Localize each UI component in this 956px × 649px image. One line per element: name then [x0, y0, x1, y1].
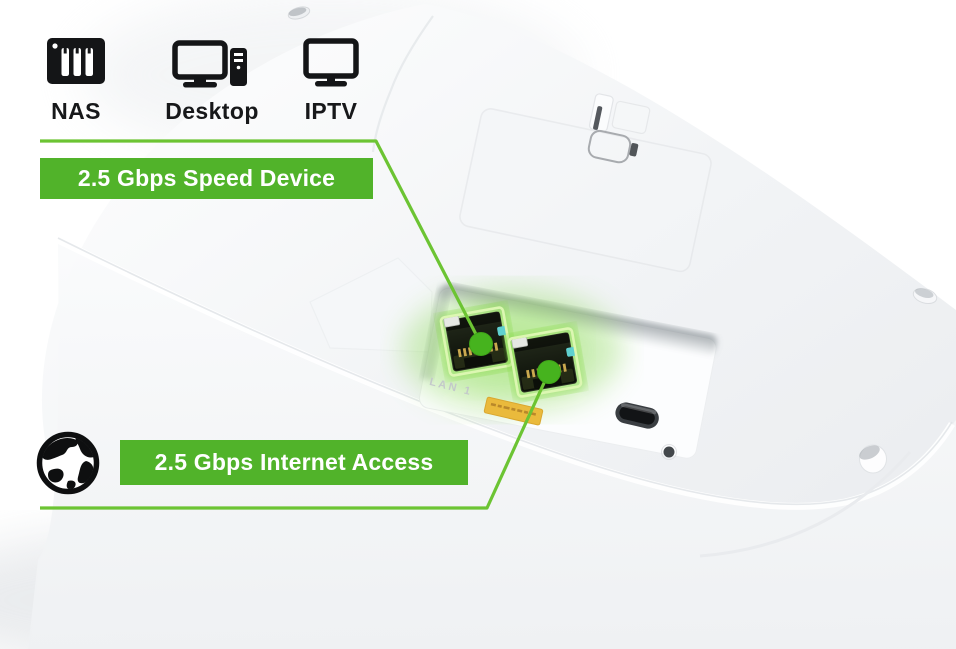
mount-clip	[587, 93, 651, 164]
reset-pinhole	[663, 446, 675, 458]
iptv-icon	[303, 38, 359, 87]
desktop-icon	[172, 40, 247, 88]
globe-icon	[36, 431, 100, 495]
screw-hole-mid	[859, 444, 887, 474]
screw-hole-right	[912, 288, 938, 304]
iptv-label: IPTV	[304, 98, 358, 124]
wan-marker-dot	[537, 360, 561, 384]
nas-icon	[47, 38, 105, 84]
speed-device-callout-line	[40, 139, 483, 345]
rim-line	[57, 237, 953, 506]
lan-marker-dot	[469, 332, 493, 356]
router-bottom-face	[28, 243, 956, 649]
speed-device-banner: 2.5 Gbps Speed Device	[40, 158, 373, 199]
internet-access-callout-line	[40, 371, 551, 510]
edge-crease	[371, 15, 434, 153]
internet-access-banner: 2.5 Gbps Internet Access	[120, 440, 468, 485]
panel-corner-line	[699, 451, 912, 558]
rim-highlight	[56, 236, 955, 510]
screw-hole-top	[287, 6, 311, 20]
nas-label: NAS	[51, 98, 101, 124]
usb-c-port	[615, 402, 659, 429]
desktop-label: Desktop	[165, 98, 259, 124]
